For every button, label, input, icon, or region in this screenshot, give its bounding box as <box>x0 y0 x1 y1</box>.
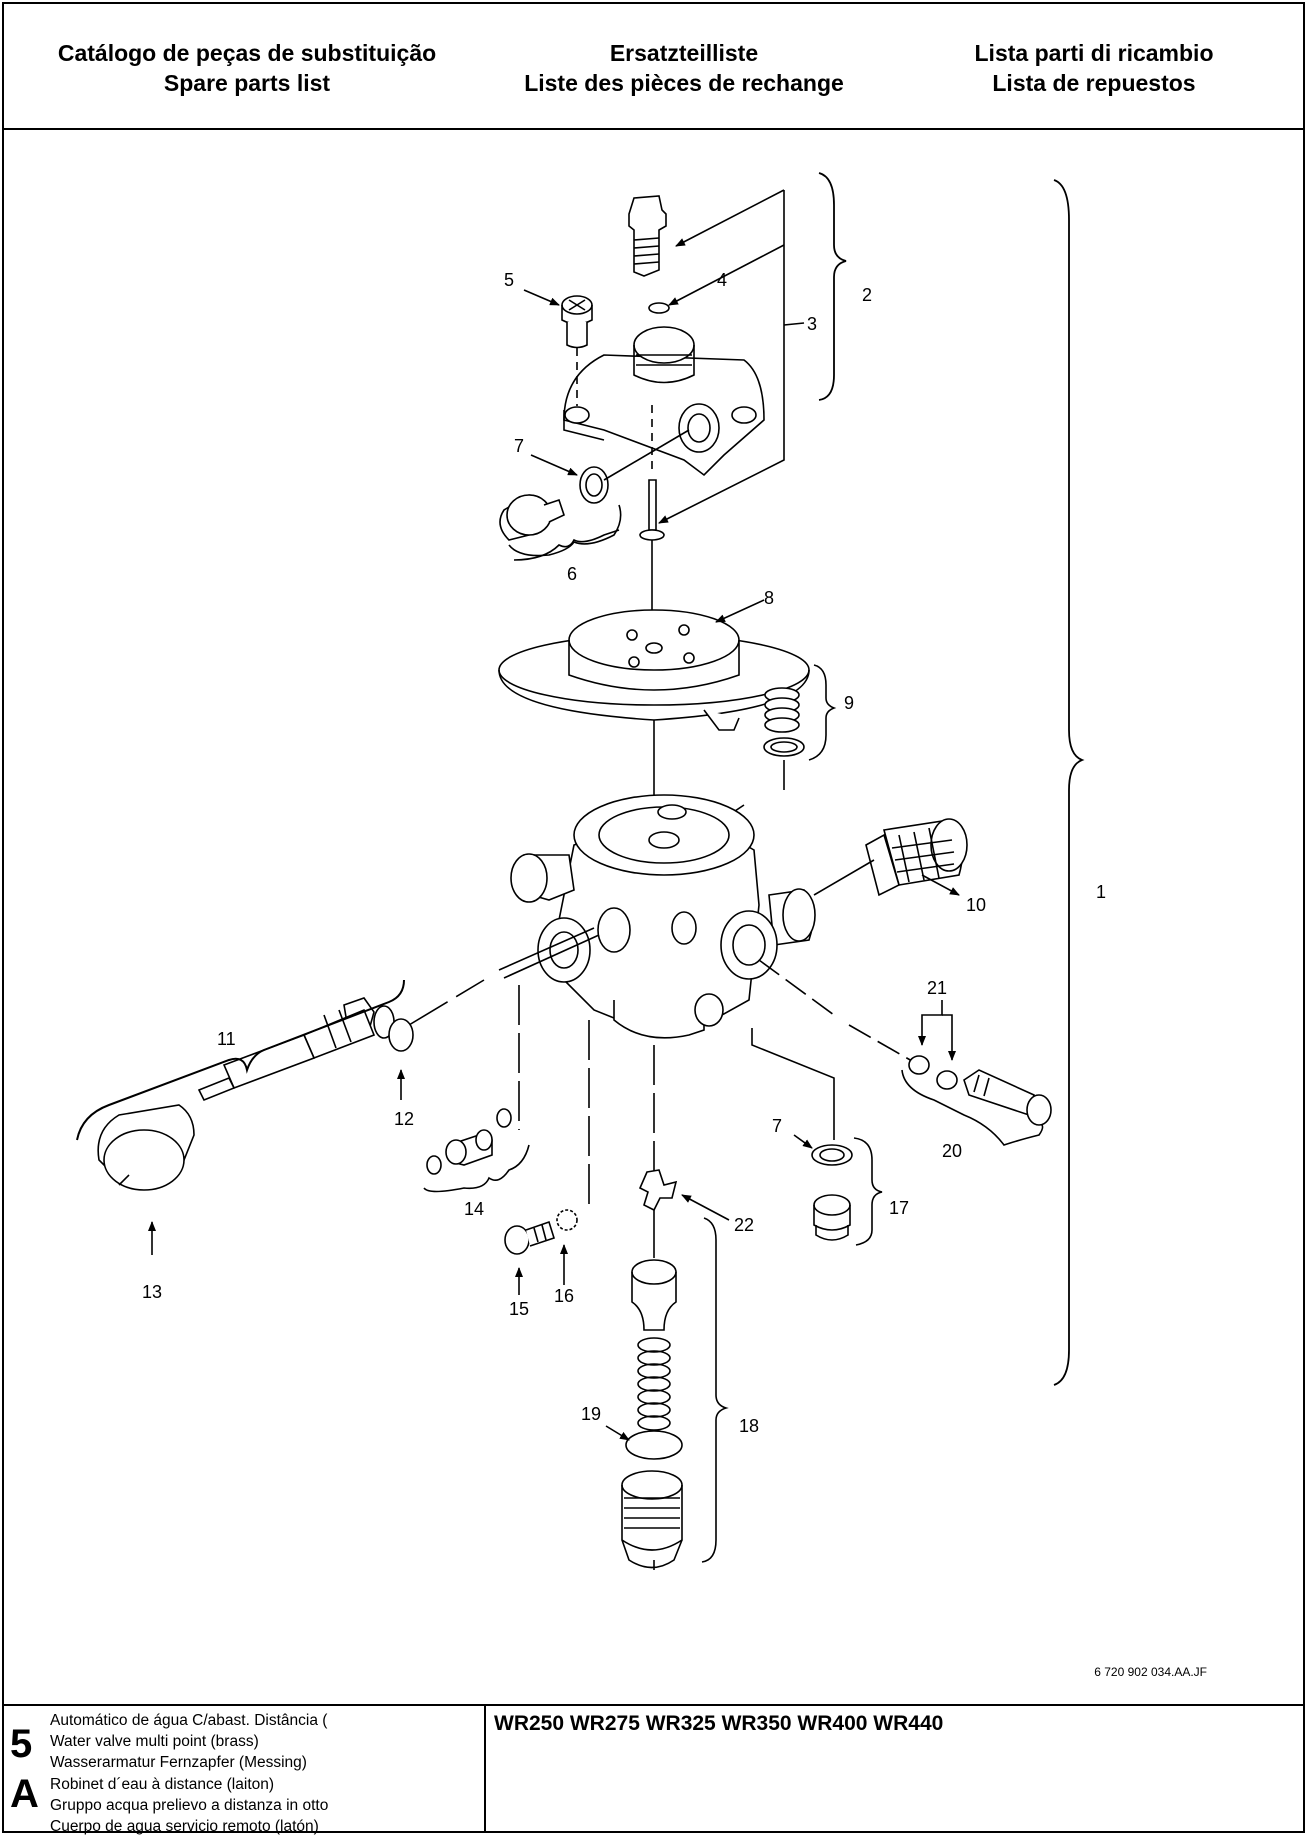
callout-5: 5 <box>504 270 514 290</box>
callout-17: 17 <box>889 1198 909 1218</box>
section-letter: A <box>10 1772 39 1816</box>
tube-18-part <box>621 1259 683 1569</box>
header-title-en: Spare parts list <box>163 70 331 96</box>
valve-cover-part <box>563 326 765 477</box>
callout-15: 15 <box>509 1299 529 1319</box>
callout-8: 8 <box>764 588 774 608</box>
callout-22: 22 <box>734 1215 754 1235</box>
shaft-assembly-part <box>197 997 395 1102</box>
callout-7-top: 7 <box>514 436 524 456</box>
header-title-es: Lista de repuestos <box>992 70 1196 96</box>
description-es: Cuerpo de agua servicio remoto (latón) <box>50 1818 319 1836</box>
callout-4: 4 <box>717 270 727 290</box>
valve-14-part <box>426 1108 512 1175</box>
exploded-view-diagram: 1 2 3 4 5 6 7 8 9 10 11 12 13 14 15 16 1… <box>4 130 1303 1704</box>
callout-14: 14 <box>464 1199 484 1219</box>
callout-12: 12 <box>394 1109 414 1129</box>
valve-body <box>510 794 816 1039</box>
header-italian-spanish: Lista parti di ricambio Lista de repuest… <box>954 38 1234 98</box>
header-portuguese-english: Catálogo de peças de substituição Spare … <box>52 38 442 98</box>
spring-part-9 <box>763 687 805 757</box>
side-plug-part <box>499 466 609 541</box>
header-title-it: Lista parti di ricambio <box>974 40 1214 66</box>
lock-washer-part <box>556 1209 578 1231</box>
header-title-fr: Liste des pièces de rechange <box>524 70 844 96</box>
callout-2: 2 <box>862 285 872 305</box>
description-pt: Automático de água C/abast. Distância ( <box>50 1712 328 1729</box>
description-de: Wasserarmatur Fernzapfer (Messing) <box>50 1754 307 1772</box>
cartridge-20-part <box>908 1055 1052 1126</box>
screw-part <box>561 295 593 349</box>
pin-part <box>639 479 665 541</box>
callout-13: 13 <box>142 1282 162 1302</box>
page-footer: 5 A Automático de água C/abast. Distânci… <box>4 1704 1303 1835</box>
callout-18: 18 <box>739 1416 759 1436</box>
exploded-view-drawing: 1 2 3 4 5 6 7 8 9 10 11 12 13 14 15 16 1… <box>76 172 1106 1570</box>
description-en: Water valve multi point (brass) <box>50 1733 259 1751</box>
callout-16: 16 <box>554 1286 574 1306</box>
model-list: WR250 WR275 WR325 WR350 WR400 WR440 <box>494 1712 944 1735</box>
screw-15-part <box>504 1220 555 1255</box>
header-german-french: Ersatzteilliste Liste des pièces de rech… <box>504 38 864 98</box>
callout-3: 3 <box>807 314 817 334</box>
callout-1: 1 <box>1096 882 1106 902</box>
top-plug-part <box>628 195 667 277</box>
plug-17-part <box>811 1144 853 1241</box>
part-description-list: Automático de água C/abast. Distância ( … <box>50 1710 328 1837</box>
callout-20: 20 <box>942 1141 962 1161</box>
filter-part <box>865 818 968 897</box>
callout-19: 19 <box>581 1404 601 1424</box>
footer-description-cell: 5 A Automático de água C/abast. Distânci… <box>4 1706 486 1835</box>
description-it: Gruppo acqua prelievo a distanza in otto <box>50 1796 329 1814</box>
header-title-de: Ersatzteilliste <box>609 40 759 66</box>
nut-part <box>97 1104 195 1191</box>
callout-6: 6 <box>567 564 577 584</box>
callout-9: 9 <box>844 693 854 713</box>
callout-10: 10 <box>966 895 986 915</box>
page-header: Catálogo de peças de substituição Spare … <box>4 4 1303 130</box>
clip-part <box>638 1169 678 1212</box>
callout-11: 11 <box>217 1029 236 1049</box>
section-number: 5 <box>10 1722 33 1766</box>
diaphragm-cover-part <box>498 609 810 731</box>
callout-21: 21 <box>927 978 947 998</box>
drawing-reference-number: 6 720 902 034.AA.JF <box>1094 1665 1207 1679</box>
description-fr: Robinet d´eau à distance (laiton) <box>50 1775 275 1793</box>
callout-7-bottom: 7 <box>772 1116 782 1136</box>
header-title-pt: Catálogo de peças de substituição <box>57 40 437 66</box>
